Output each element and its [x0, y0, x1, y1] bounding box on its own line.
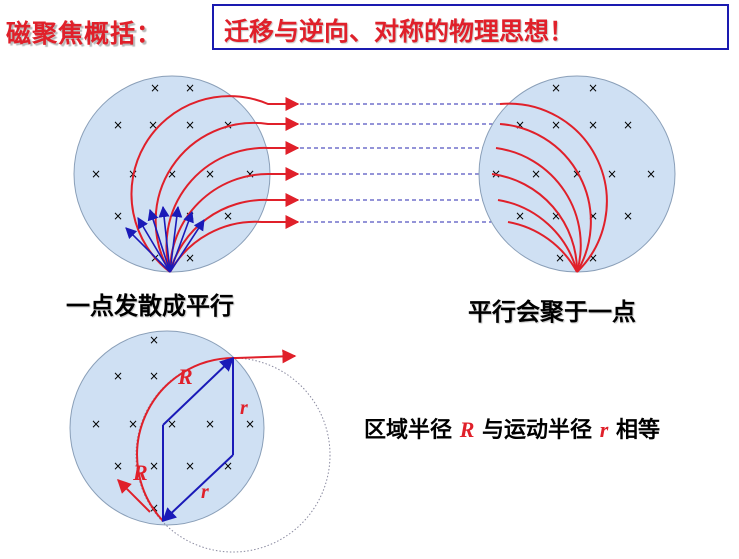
note-var-r: r: [599, 417, 609, 442]
svg-text:×: ×: [515, 118, 525, 132]
svg-text:×: ×: [646, 167, 656, 181]
summary-label: 磁聚焦概括：: [6, 19, 163, 48]
svg-text:×: ×: [205, 417, 215, 431]
svg-text:×: ×: [223, 209, 233, 223]
svg-text:×: ×: [551, 209, 561, 223]
svg-text:×: ×: [588, 81, 598, 95]
label-r-bottom: r: [201, 481, 209, 503]
svg-text:×: ×: [607, 167, 617, 181]
svg-text:×: ×: [185, 459, 195, 473]
parallel-dashed-lines: [300, 103, 500, 223]
label-R-left: R: [132, 460, 148, 485]
equal-radii-note: 区域半径 R 与运动半径 r 相等: [364, 412, 660, 444]
field-marks-bottom: × × × × × × × × × × × × ×: [91, 333, 255, 515]
particle-trajectory: [136, 349, 297, 522]
svg-text:×: ×: [167, 417, 177, 431]
svg-text:×: ×: [185, 81, 195, 95]
summary-box: 迁移与逆向、对称的物理思想！: [212, 4, 729, 50]
note-var-R: R: [459, 417, 475, 442]
rhombus-radii: [161, 357, 235, 522]
svg-text:×: ×: [515, 209, 525, 223]
caption-converge: 平行会聚于一点: [468, 298, 636, 326]
note-middle: 与运动半径: [482, 418, 593, 443]
svg-text:×: ×: [149, 369, 159, 383]
svg-text:×: ×: [572, 167, 582, 181]
svg-text:×: ×: [551, 81, 561, 95]
svg-text:×: ×: [623, 118, 633, 132]
converging-field-region: ×× ×××× ××××× ×××× ××: [478, 75, 676, 273]
svg-text:×: ×: [555, 251, 565, 265]
svg-text:×: ×: [245, 417, 255, 431]
svg-text:×: ×: [588, 209, 598, 223]
svg-text:×: ×: [149, 333, 159, 347]
svg-text:×: ×: [113, 369, 123, 383]
caption-diverge: 一点发散成平行: [66, 292, 234, 320]
svg-text:×: ×: [531, 167, 541, 181]
svg-text:×: ×: [588, 118, 598, 132]
svg-text:×: ×: [128, 417, 138, 431]
label-r-right: r: [240, 397, 248, 419]
converging-trajectories: [491, 102, 608, 273]
svg-text:×: ×: [148, 118, 158, 132]
svg-text:×: ×: [623, 209, 633, 223]
svg-text:×: ×: [223, 118, 233, 132]
svg-text:×: ×: [113, 459, 123, 473]
svg-text:×: ×: [113, 118, 123, 132]
svg-text:×: ×: [167, 167, 177, 181]
note-suffix: 相等: [615, 418, 660, 443]
label-R-top: R: [177, 364, 193, 389]
svg-text:×: ×: [150, 81, 160, 95]
svg-text:×: ×: [91, 167, 101, 181]
svg-text:×: ×: [588, 251, 598, 265]
svg-text:×: ×: [205, 167, 215, 181]
note-prefix: 区域半径: [364, 418, 453, 443]
initial-velocity-arrow: [117, 479, 151, 513]
svg-text:×: ×: [185, 251, 195, 265]
svg-text:×: ×: [113, 209, 123, 223]
svg-text:×: ×: [149, 501, 159, 515]
initial-velocity-vectors: [125, 205, 205, 273]
svg-text:×: ×: [149, 459, 159, 473]
diverging-field-region: ×× ×××× ××××× ×××× ××: [73, 75, 300, 273]
svg-text:×: ×: [551, 118, 561, 132]
geometry-field-region: × × × × × × × × × × × × ×: [69, 330, 331, 553]
svg-text:×: ×: [91, 417, 101, 431]
svg-text:×: ×: [245, 167, 255, 181]
svg-text:×: ×: [223, 459, 233, 473]
summary-text: 迁移与逆向、对称的物理思想！: [224, 17, 575, 46]
svg-text:×: ×: [185, 118, 195, 132]
